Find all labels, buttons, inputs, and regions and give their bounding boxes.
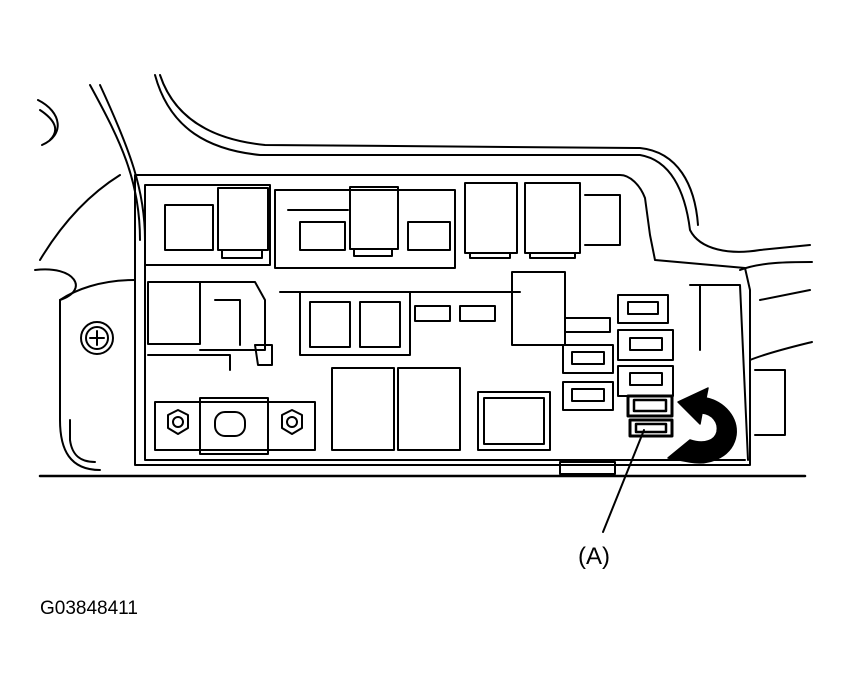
rotation-arrow-icon xyxy=(667,387,737,464)
fuse-column xyxy=(562,294,674,411)
relay-block-middle xyxy=(279,271,611,356)
relay-block-middle-left xyxy=(147,281,273,371)
relay-row-top xyxy=(164,182,621,269)
callout-label-a: (A) xyxy=(578,543,610,570)
callout-leader-line xyxy=(602,429,645,533)
side-connector xyxy=(689,284,786,461)
fuse-box-housing xyxy=(59,174,751,466)
relay-block-lower xyxy=(331,367,551,451)
highlighted-fuse-a xyxy=(626,394,674,438)
mounting-tab-bottom xyxy=(559,461,616,475)
figure-id-label: G03848411 xyxy=(40,598,138,619)
battery-terminal-strip xyxy=(154,397,316,455)
mounting-bolt xyxy=(80,321,114,355)
